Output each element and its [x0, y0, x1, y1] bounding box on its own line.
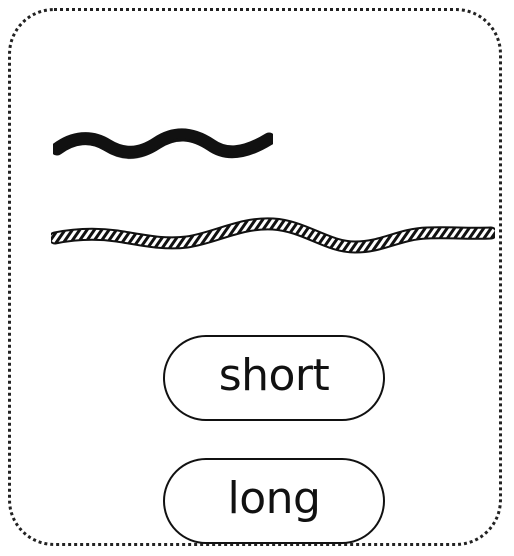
short-button[interactable]: short — [163, 335, 385, 421]
long-wavy-line-icon — [51, 217, 495, 254]
long-button[interactable]: long — [163, 458, 385, 544]
short-wavy-line-icon — [53, 128, 273, 160]
choice-card: short long — [8, 8, 502, 546]
